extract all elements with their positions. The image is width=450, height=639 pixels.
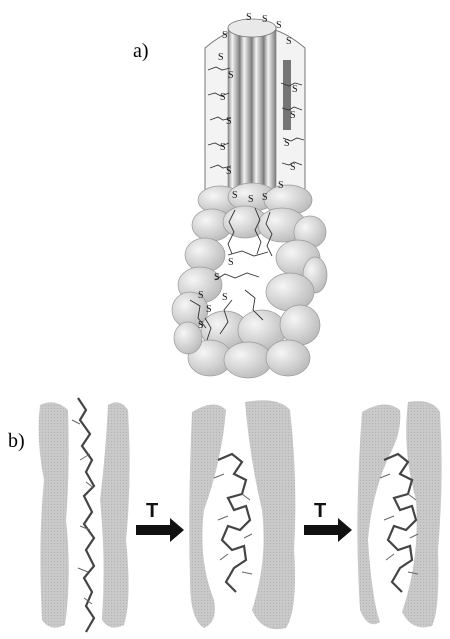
svg-text:S: S: [290, 162, 296, 173]
blob-right-3: [402, 401, 442, 627]
arrow-1: T: [136, 500, 184, 542]
svg-text:S: S: [226, 116, 232, 127]
nanotube-diagram: S S S S S S S S S S S S S S S S S S S S …: [172, 12, 327, 378]
svg-text:S: S: [290, 110, 296, 121]
svg-text:S: S: [248, 194, 254, 205]
svg-text:S: S: [262, 14, 268, 25]
svg-text:S: S: [222, 30, 228, 41]
panel-b-stage-3: [357, 401, 441, 627]
svg-text:S: S: [262, 192, 268, 203]
svg-text:S: S: [232, 190, 238, 201]
svg-text:T: T: [314, 500, 326, 522]
blob-right-2: [245, 400, 295, 629]
svg-text:S: S: [214, 272, 220, 283]
svg-text:S: S: [292, 84, 298, 95]
panel-b-stage-1: [39, 398, 130, 632]
svg-text:S: S: [246, 12, 252, 23]
rod-bundle: [228, 19, 276, 200]
svg-text:S: S: [222, 292, 228, 303]
svg-text:S: S: [286, 36, 292, 47]
svg-text:S: S: [276, 20, 282, 31]
blob-left-1: [39, 402, 69, 627]
svg-text:S: S: [278, 180, 284, 191]
peptide-chain-1: [78, 398, 94, 632]
svg-text:S: S: [228, 70, 234, 81]
svg-text:S: S: [218, 52, 224, 63]
blob-left-2: [189, 404, 226, 628]
svg-text:S: S: [226, 166, 232, 177]
svg-text:S: S: [206, 304, 212, 315]
blob-left-3: [357, 404, 400, 624]
arrow-2: T: [304, 500, 352, 542]
blob-right-1: [100, 402, 130, 627]
svg-text:T: T: [146, 500, 158, 522]
svg-text:S: S: [220, 92, 226, 103]
ellipse-stack: [172, 183, 327, 378]
svg-text:S: S: [198, 320, 204, 331]
svg-text:S: S: [284, 138, 290, 149]
svg-text:S: S: [220, 142, 226, 153]
panel-b-stage-2: [189, 400, 295, 629]
svg-text:S: S: [228, 257, 234, 268]
svg-text:S: S: [198, 290, 204, 301]
